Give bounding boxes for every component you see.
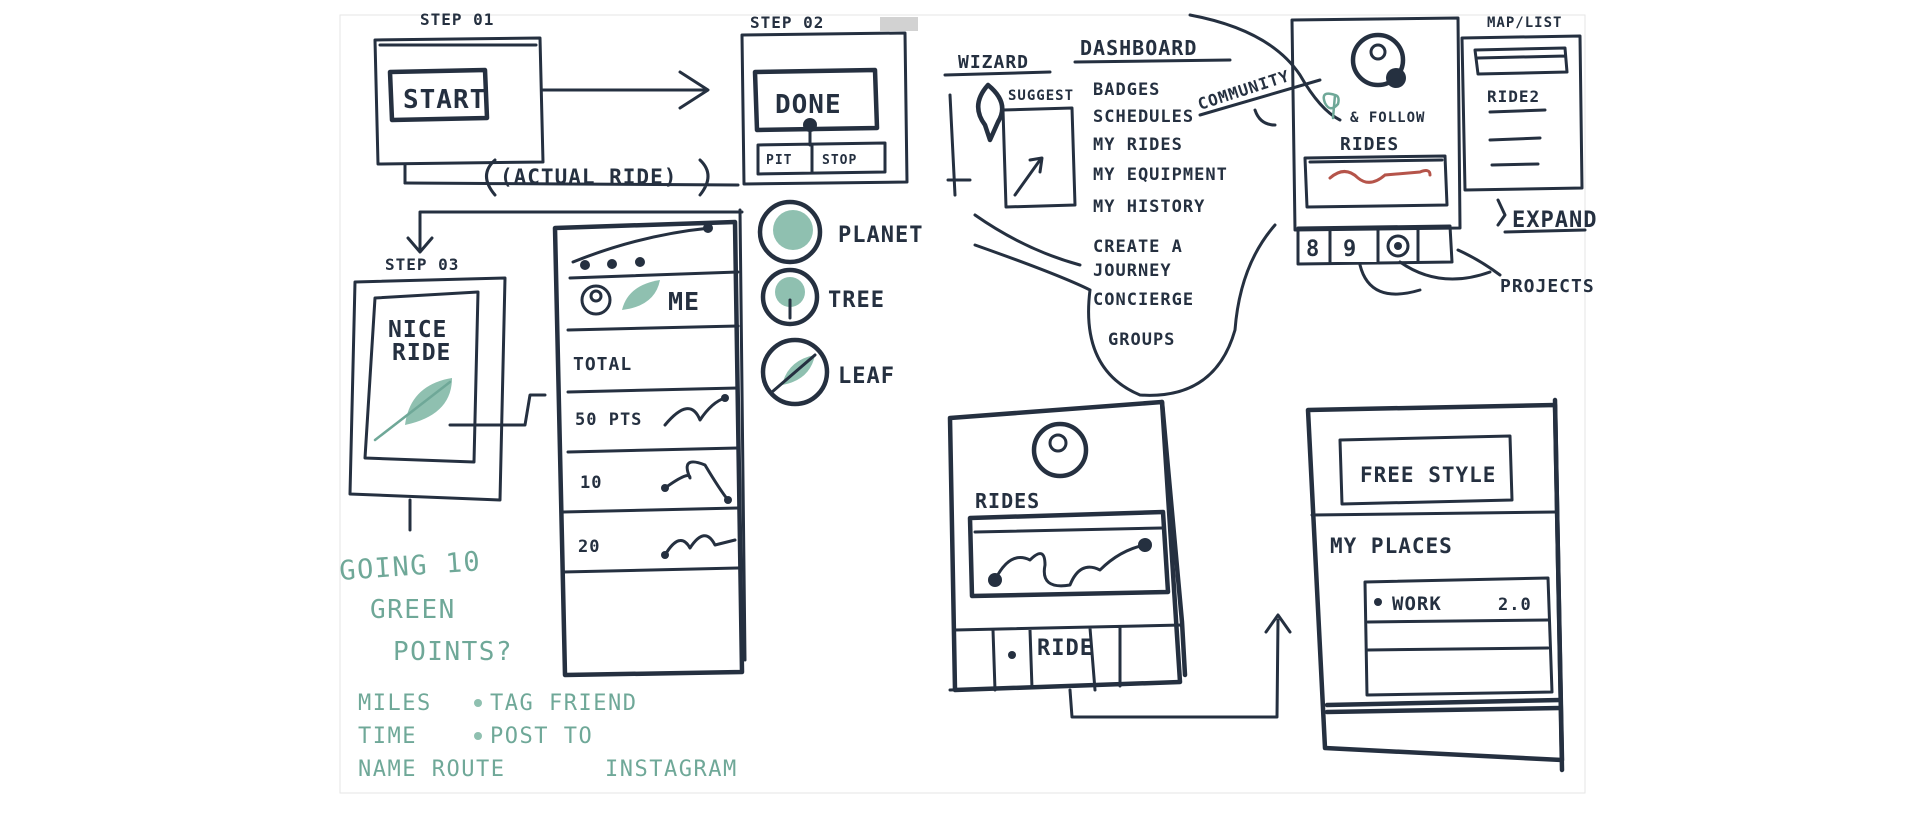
projects-label: PROJECTS xyxy=(1500,276,1595,297)
icon-legend: PLANET TREE LEAF xyxy=(757,199,923,407)
freestyle-screen-sketch: FREE STYLE MY PLACES WORK 2.0 xyxy=(1305,397,1565,773)
step-02-label: STEP 02 xyxy=(750,13,824,32)
done-button-sketch xyxy=(752,67,880,133)
menu-item-create-a: CREATE A xyxy=(1093,237,1183,257)
profile-avatar-icon xyxy=(1350,32,1406,88)
note-bullet-tag-friend: TAG FRIEND xyxy=(490,691,637,716)
menu-item-my-rides: MY RIDES xyxy=(1093,135,1183,155)
rides-route-line xyxy=(993,543,1147,588)
step-01-sketch: STEP 01 START (ACTUAL RIDE) xyxy=(373,10,740,197)
menu-item-concierge: CONCIERGE xyxy=(1093,290,1194,310)
note-bullet-instagram: INSTAGRAM xyxy=(605,757,738,782)
me-label: ME xyxy=(668,287,700,316)
actual-ride-bracket xyxy=(403,158,740,197)
menu-item-badges: BADGES xyxy=(1093,80,1160,100)
freestyle-title: FREE STYLE xyxy=(1360,463,1496,487)
step-03-sketch: STEP 03 NICE RIDE xyxy=(348,255,547,532)
list-row-2-value: 10 xyxy=(580,473,602,493)
note-bullet-miles: MILES xyxy=(358,691,432,716)
actual-ride-caption: (ACTUAL RIDE) xyxy=(500,165,677,189)
menu-item-groups: GROUPS xyxy=(1108,330,1175,350)
rides-avatar-icon xyxy=(1031,421,1089,479)
leaf-icon xyxy=(622,280,660,310)
step-02-sketch: STEP 02 DONE PIT STOP xyxy=(406,13,909,254)
done-button-label: DONE xyxy=(775,90,842,120)
connector-to-list xyxy=(448,393,547,427)
maplist-row-ride2: RIDE2 xyxy=(1487,87,1540,106)
rides-screen-sketch: RIDES RIDE xyxy=(947,399,1292,719)
list-row-3-value: 20 xyxy=(578,537,600,557)
points-list-screen: ME TOTAL 50 PTS 10 20 xyxy=(552,208,747,678)
pit-tab-label: PIT xyxy=(766,153,792,168)
place-row-work: WORK xyxy=(1392,593,1442,615)
leaf-label: LEAF xyxy=(838,364,895,389)
tree-icon xyxy=(760,267,820,327)
avatar-icon xyxy=(580,284,612,316)
dashboard-menu-sketch: WIZARD DASHBOARD COMMUNITY SUGGEST BADGE… xyxy=(943,13,1342,397)
tree-label: TREE xyxy=(828,288,885,313)
arrow-to-step-02 xyxy=(541,70,710,110)
flow-arrow xyxy=(1068,613,1292,719)
green-notes: GOING 10 GREEN POINTS? MILES TIME NAME R… xyxy=(338,546,738,782)
planet-icon xyxy=(757,199,823,265)
board-clip xyxy=(880,17,918,31)
arrow-to-step-03 xyxy=(406,210,744,254)
ride-route-line xyxy=(1328,169,1432,184)
whiteboard-surface xyxy=(339,14,1586,794)
stop-tab-label: STOP xyxy=(822,153,857,168)
profile-tab-9: 9 xyxy=(1343,237,1357,262)
nice-ride-line2: RIDE xyxy=(392,340,451,366)
leaf-legend-icon xyxy=(760,337,830,407)
map-pin-icon xyxy=(976,82,1005,143)
nav-circle-icon xyxy=(1386,234,1410,258)
step-01-label: STEP 01 xyxy=(420,10,494,29)
list-row-1-value: 50 PTS xyxy=(575,410,642,430)
profile-rides-label: RIDES xyxy=(1340,134,1399,155)
location-icon xyxy=(1322,92,1340,120)
planet-label: PLANET xyxy=(838,223,923,248)
flow-line xyxy=(973,213,1277,397)
menu-item-schedules: SCHEDULES xyxy=(1093,107,1194,127)
menu-item-my-equipment: MY EQUIPMENT xyxy=(1093,165,1228,185)
profile-tab-8: 8 xyxy=(1306,237,1320,262)
rides-screen-label: RIDES xyxy=(975,489,1040,513)
my-places-label: MY PLACES xyxy=(1330,534,1453,558)
suggest-label: SUGGEST xyxy=(1008,88,1074,104)
list-phone-outline xyxy=(552,219,745,678)
maplist-screen-sketch: MAP/LIST RIDE2 EXPAND xyxy=(1460,15,1596,234)
nav-ride-label: RIDE xyxy=(1037,636,1094,661)
menu-item-journey: JOURNEY xyxy=(1093,261,1172,281)
dashboard-label: DASHBOARD xyxy=(1080,36,1197,60)
start-button-sketch xyxy=(387,67,490,123)
nice-ride-line1: NICE xyxy=(388,317,447,343)
follow-label: & FOLLOW xyxy=(1350,110,1425,126)
menu-item-my-history: MY HISTORY xyxy=(1093,197,1205,217)
wizard-label: WIZARD xyxy=(958,52,1029,73)
note-bullet-post-to: POST TO xyxy=(490,724,593,749)
maplist-title: MAP/LIST xyxy=(1487,15,1562,31)
profile-screen-sketch: & FOLLOW RIDES 8 9 PROJECTS xyxy=(1253,16,1595,297)
note-question-line-3: POINTS? xyxy=(393,637,513,667)
start-button-label: START xyxy=(403,85,486,115)
note-question-line-2: GREEN xyxy=(370,595,456,625)
note-bullet-time: TIME xyxy=(358,724,417,749)
note-bullet-name-route: NAME ROUTE xyxy=(358,757,505,782)
place-row-value: 2.0 xyxy=(1498,595,1532,615)
step-03-label: STEP 03 xyxy=(385,255,459,274)
total-label: TOTAL xyxy=(573,354,632,375)
